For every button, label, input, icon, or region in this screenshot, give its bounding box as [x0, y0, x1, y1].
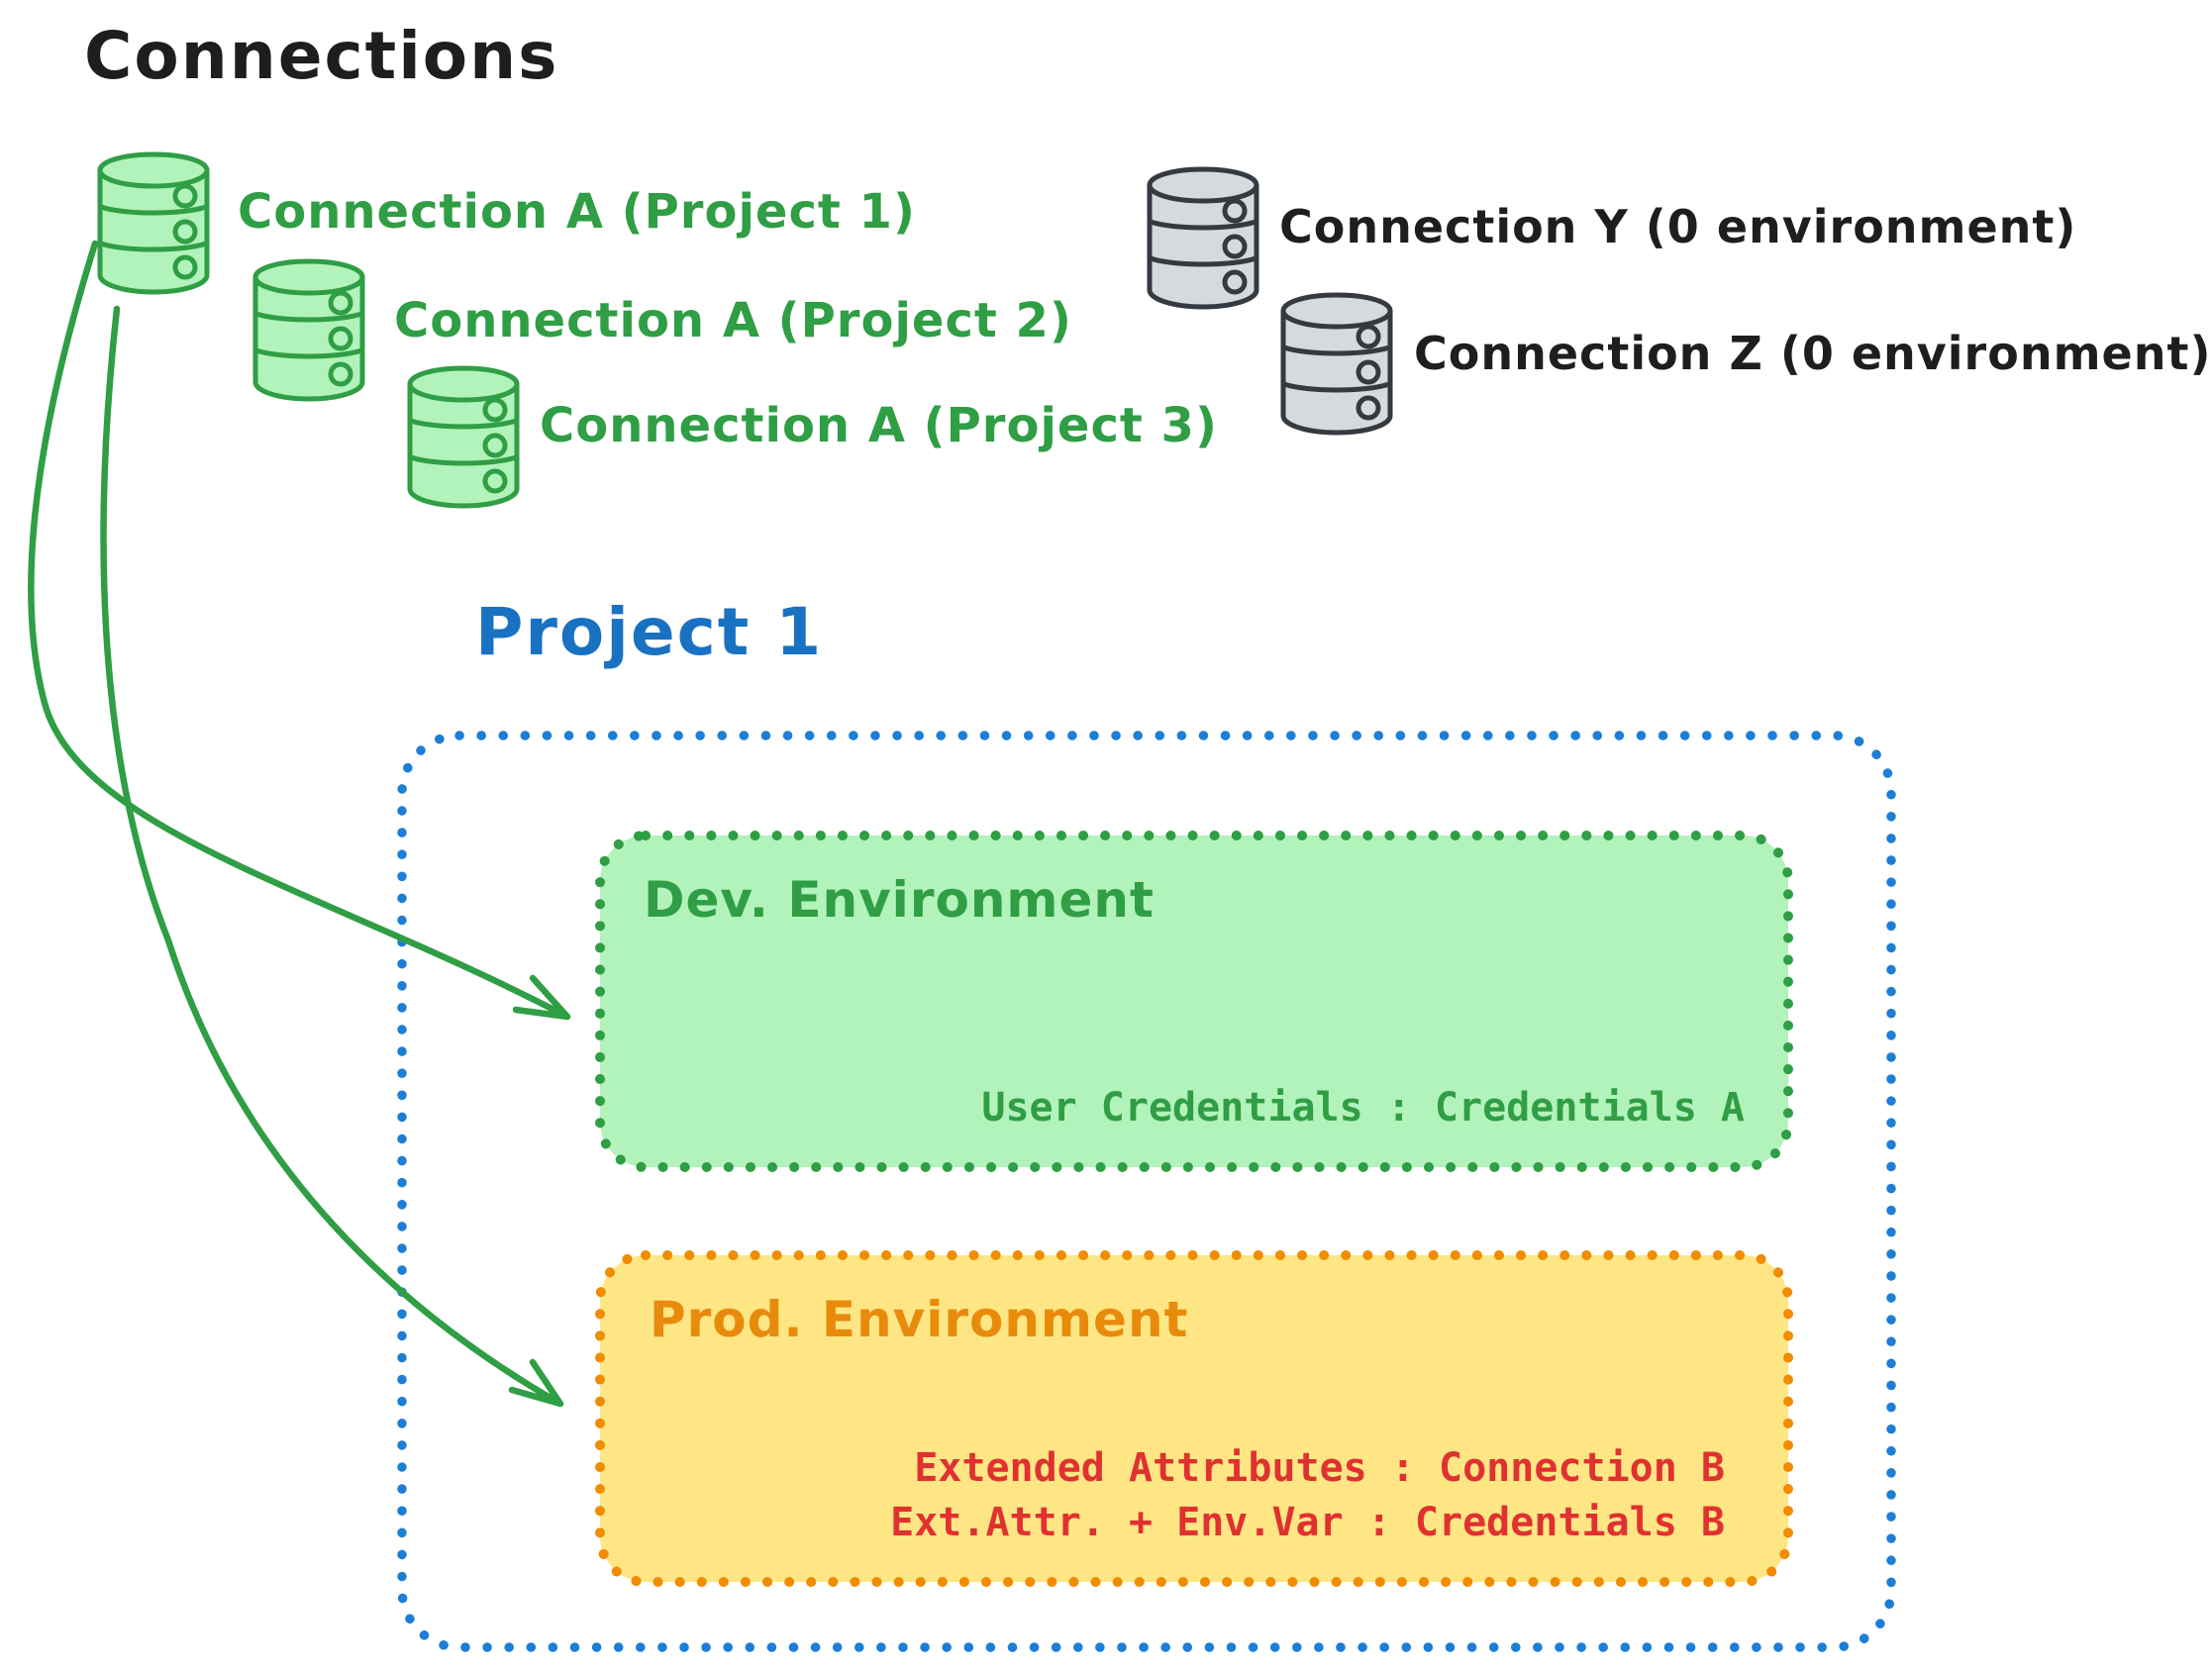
database-icon-connection-a-project-3 — [402, 364, 525, 511]
dev-environment-title: Dev. Environment — [644, 871, 1155, 929]
dev-credentials-mapping: User Credentials : Credentials A — [981, 1085, 1745, 1131]
project-1-container — [396, 730, 1897, 1653]
connection-z-label: Connection Z (0 environment) — [1414, 327, 2212, 380]
database-icon-connection-y — [1142, 165, 1264, 312]
database-icon-connection-z — [1275, 291, 1398, 438]
prod-credentials-mapping: Ext.Attr. + Env.Var : Credentials B — [890, 1500, 1725, 1545]
prod-attributes-mapping: Extended Attributes : Connection B — [914, 1445, 1725, 1491]
dev-environment-box: Dev. Environment User Credentials : Cred… — [594, 830, 1794, 1173]
prod-environment-box: Prod. Environment Extended Attributes : … — [594, 1249, 1794, 1588]
database-icon-connection-a-project-2 — [248, 257, 370, 404]
diagram-title: Connections — [84, 18, 559, 94]
connection-a-project-1-label: Connection A (Project 1) — [238, 184, 916, 240]
database-icon-connection-a-project-1 — [92, 150, 215, 297]
connection-a-project-2-label: Connection A (Project 2) — [394, 293, 1072, 348]
project-1-title: Project 1 — [475, 594, 824, 670]
connection-a-project-3-label: Connection A (Project 3) — [540, 398, 1218, 453]
connection-y-label: Connection Y (0 environment) — [1279, 200, 2077, 253]
prod-environment-title: Prod. Environment — [650, 1291, 1189, 1348]
